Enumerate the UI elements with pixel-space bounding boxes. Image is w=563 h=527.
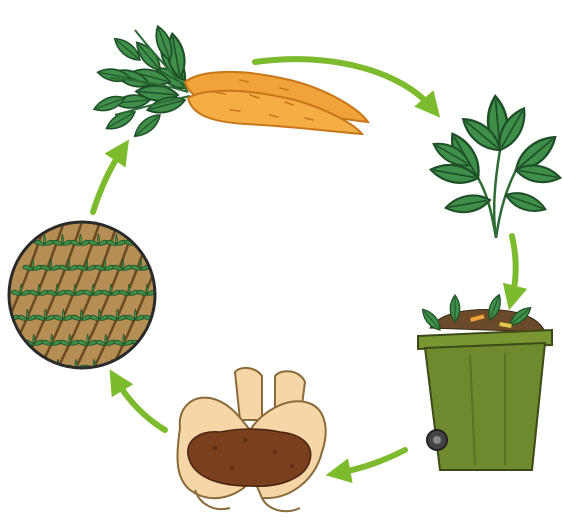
hands-holding-soil-icon [177,368,325,511]
sprout-icon [142,234,162,245]
arrow-field-to-carrots [93,150,122,212]
carrots-icon [92,24,368,141]
sprout-icon [46,209,66,220]
planted-field-icon [0,209,210,380]
arrow-leaves-to-bin [512,236,516,298]
sprout-icon [136,209,156,220]
sprout-icon [0,334,8,345]
sprout-icon [155,284,175,295]
sprout-icon [172,209,192,220]
wheelie-bin-icon [418,293,552,470]
sprout-icon [64,209,84,220]
sprout-icon [118,209,138,220]
sprout-icon [0,359,14,370]
sprout-icon [154,209,174,220]
arrow-compost-to-field [116,380,165,430]
sprout-icon [160,234,180,245]
sprout-icon [167,259,187,270]
sprout-icon [100,209,120,220]
leaves-icon [429,95,561,238]
sprout-icon [120,359,140,370]
sprout-icon [12,359,32,370]
arrow-bin-to-compost [338,450,405,473]
sprout-icon [178,234,198,245]
sprout-icon [190,209,210,220]
